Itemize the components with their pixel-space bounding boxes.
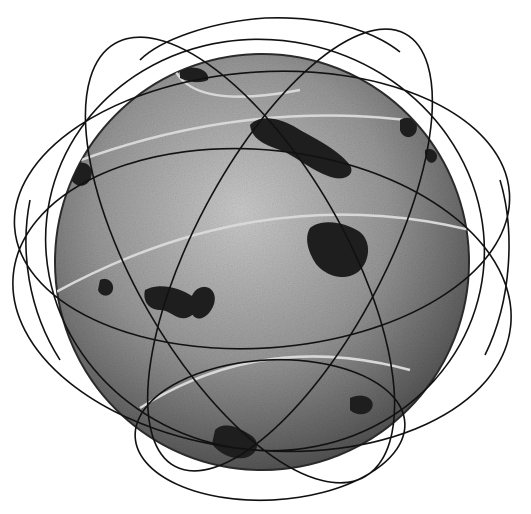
globe-svg	[0, 0, 531, 514]
globe-illustration	[0, 0, 531, 514]
